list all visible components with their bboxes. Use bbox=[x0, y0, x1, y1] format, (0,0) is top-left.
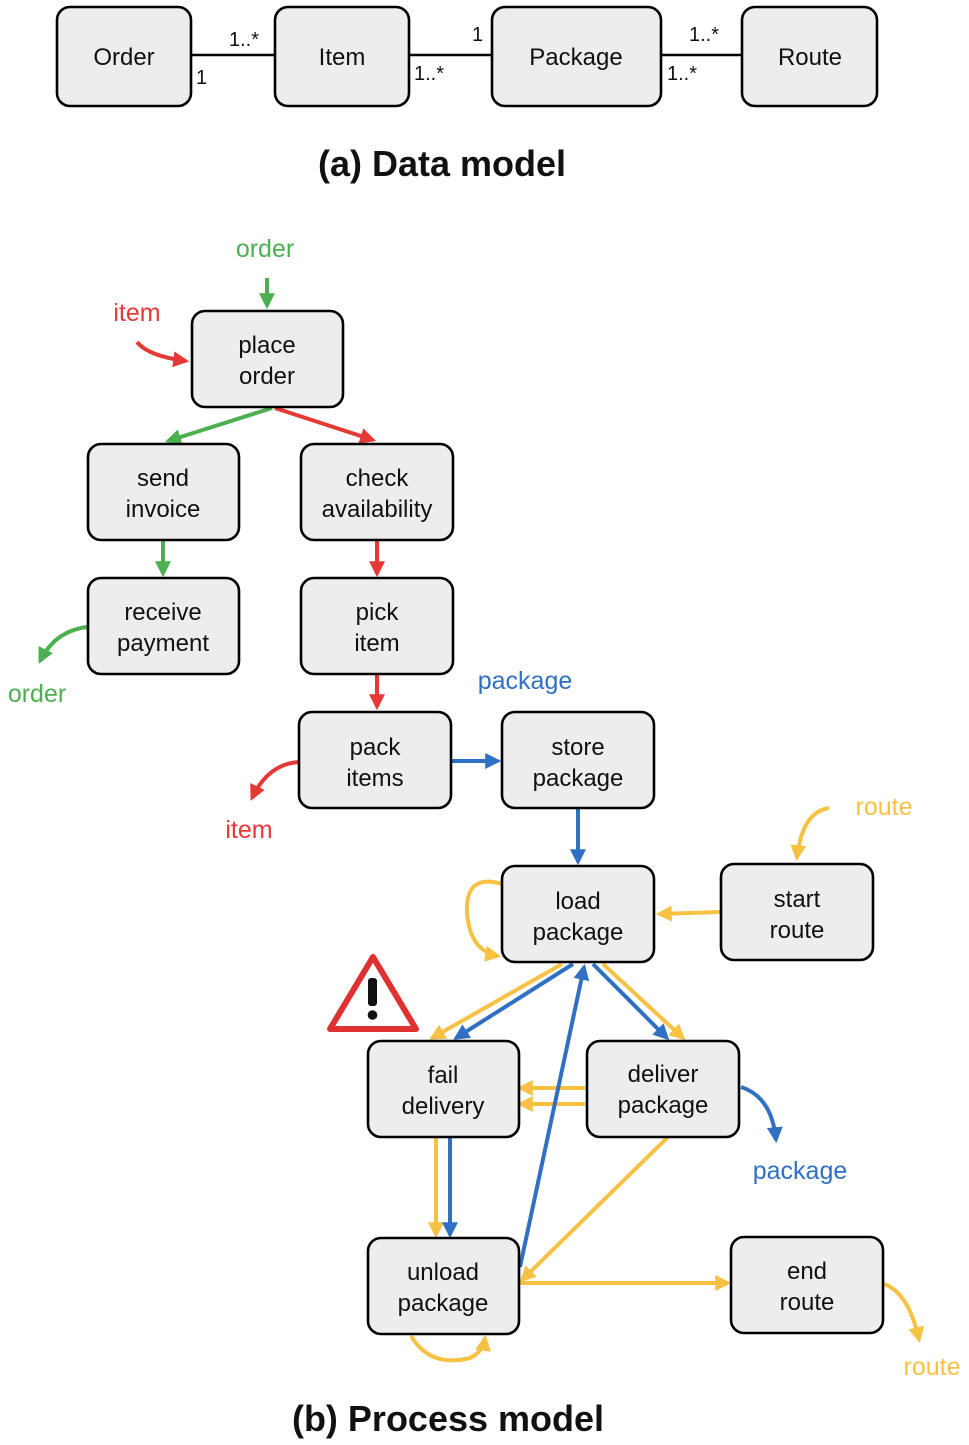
multiplicity-label: 1 bbox=[472, 24, 483, 46]
edge-item-start bbox=[135, 340, 190, 368]
activity-load-package: load package bbox=[500, 864, 656, 964]
multiplicity-label: 1..* bbox=[229, 29, 259, 51]
activity-label-line-2: items bbox=[346, 765, 403, 792]
activity-store-package: store package bbox=[500, 710, 656, 810]
activity-label-line-2: payment bbox=[117, 630, 209, 657]
edge-route-end bbox=[883, 1282, 925, 1344]
edge-package-end bbox=[740, 1085, 783, 1144]
activity-label-line-2: availability bbox=[322, 496, 433, 523]
activity-label-line-2: package bbox=[618, 1092, 709, 1119]
object-label-order-end: order bbox=[8, 680, 66, 708]
activity-label-line-1: check bbox=[346, 465, 410, 492]
activity-deliver-package: deliver package bbox=[585, 1039, 741, 1139]
activity-label-line-2: order bbox=[239, 363, 295, 390]
multiplicity-label: 1..* bbox=[414, 63, 444, 85]
activity-label-line-1: end bbox=[787, 1258, 827, 1285]
edge-order-place-to-send bbox=[164, 406, 273, 445]
activity-pack-items: pack items bbox=[297, 710, 453, 810]
activity-check-availability: check availability bbox=[299, 442, 455, 542]
activity-label-line-1: pick bbox=[356, 599, 400, 626]
activity-label-line-2: package bbox=[398, 1290, 489, 1317]
warning-triangle-icon bbox=[327, 954, 419, 1032]
entity-item: Item bbox=[273, 5, 411, 108]
object-label-order-start: order bbox=[236, 235, 294, 263]
activity-label-line-2: package bbox=[533, 919, 624, 946]
activity-receive-payment: receive payment bbox=[86, 576, 241, 676]
activity-send-invoice: send invoice bbox=[86, 442, 241, 542]
multiplicity-label: 1 bbox=[196, 67, 207, 89]
activity-label-line-1: send bbox=[137, 465, 189, 492]
multiplicity-label: 1..* bbox=[689, 24, 719, 46]
activity-label-line-2: route bbox=[780, 1289, 835, 1316]
edge-package-unload-to-load bbox=[518, 963, 590, 1268]
object-label-package-end: package bbox=[753, 1157, 848, 1185]
object-label-package-start: package bbox=[478, 667, 573, 695]
activity-label-line-2: invoice bbox=[126, 496, 201, 523]
edge-route-unload-self-loop bbox=[409, 1334, 492, 1363]
process-model: place order send invoice check availabil… bbox=[8, 235, 961, 1439]
activity-label-line-2: package bbox=[533, 765, 624, 792]
activity-label-line-1: deliver bbox=[628, 1061, 699, 1088]
activity-label-line-1: store bbox=[551, 734, 604, 761]
edge-item-end bbox=[250, 760, 300, 801]
data-model-caption: (a) Data model bbox=[318, 143, 566, 184]
activity-start-route: start route bbox=[719, 862, 875, 962]
activity-label-line-1: start bbox=[774, 886, 821, 913]
edge-order-end bbox=[38, 625, 88, 664]
edge-route-start bbox=[790, 806, 830, 862]
multiplicity-label: 1..* bbox=[667, 63, 697, 85]
object-label-route-end: route bbox=[904, 1353, 961, 1381]
edge-route-load-to-fail bbox=[429, 962, 563, 1040]
activity-label-line-1: unload bbox=[407, 1259, 479, 1286]
activity-label-line-1: fail bbox=[428, 1062, 459, 1089]
object-label-route-start: route bbox=[856, 793, 913, 821]
activity-label-line-2: item bbox=[354, 630, 399, 657]
object-label-item-end: item bbox=[225, 816, 272, 844]
activity-label-line-2: delivery bbox=[402, 1093, 485, 1120]
entity-label: Item bbox=[319, 44, 366, 71]
entity-label: Package bbox=[529, 44, 622, 71]
entity-label: Route bbox=[778, 44, 842, 71]
edge-route-start-to-load bbox=[655, 905, 721, 922]
activity-label-line-2: route bbox=[770, 917, 825, 944]
edge-route-load-to-deliver bbox=[601, 962, 686, 1041]
edge-route-load-self-loop bbox=[464, 879, 503, 962]
activity-label-line-1: pack bbox=[350, 734, 402, 761]
entity-package: Package bbox=[490, 5, 663, 108]
edge-item-place-to-check bbox=[274, 406, 377, 444]
activity-pick-item: pick item bbox=[299, 576, 455, 676]
activity-place-order: place order bbox=[190, 309, 345, 409]
activity-label-line-1: place bbox=[238, 332, 295, 359]
activity-unload-package: unload package bbox=[366, 1236, 521, 1336]
entity-label: Order bbox=[93, 44, 154, 71]
activity-end-route: end route bbox=[729, 1235, 885, 1335]
edge-package-load-to-fail bbox=[453, 962, 575, 1040]
process-model-caption: (b) Process model bbox=[292, 1398, 604, 1439]
activity-label-line-1: load bbox=[555, 888, 600, 915]
activity-fail-delivery: fail delivery bbox=[366, 1039, 521, 1139]
entity-route: Route bbox=[740, 5, 879, 108]
data-model: Order Item Package Route 1 1..* 1..* 1 1… bbox=[55, 5, 879, 184]
entity-order: Order bbox=[55, 5, 193, 108]
activity-label-line-1: receive bbox=[124, 599, 201, 626]
edge-package-load-to-deliver bbox=[591, 962, 670, 1041]
object-label-item-start: item bbox=[113, 299, 160, 327]
edge-route-deliver-to-unload bbox=[519, 1135, 670, 1283]
